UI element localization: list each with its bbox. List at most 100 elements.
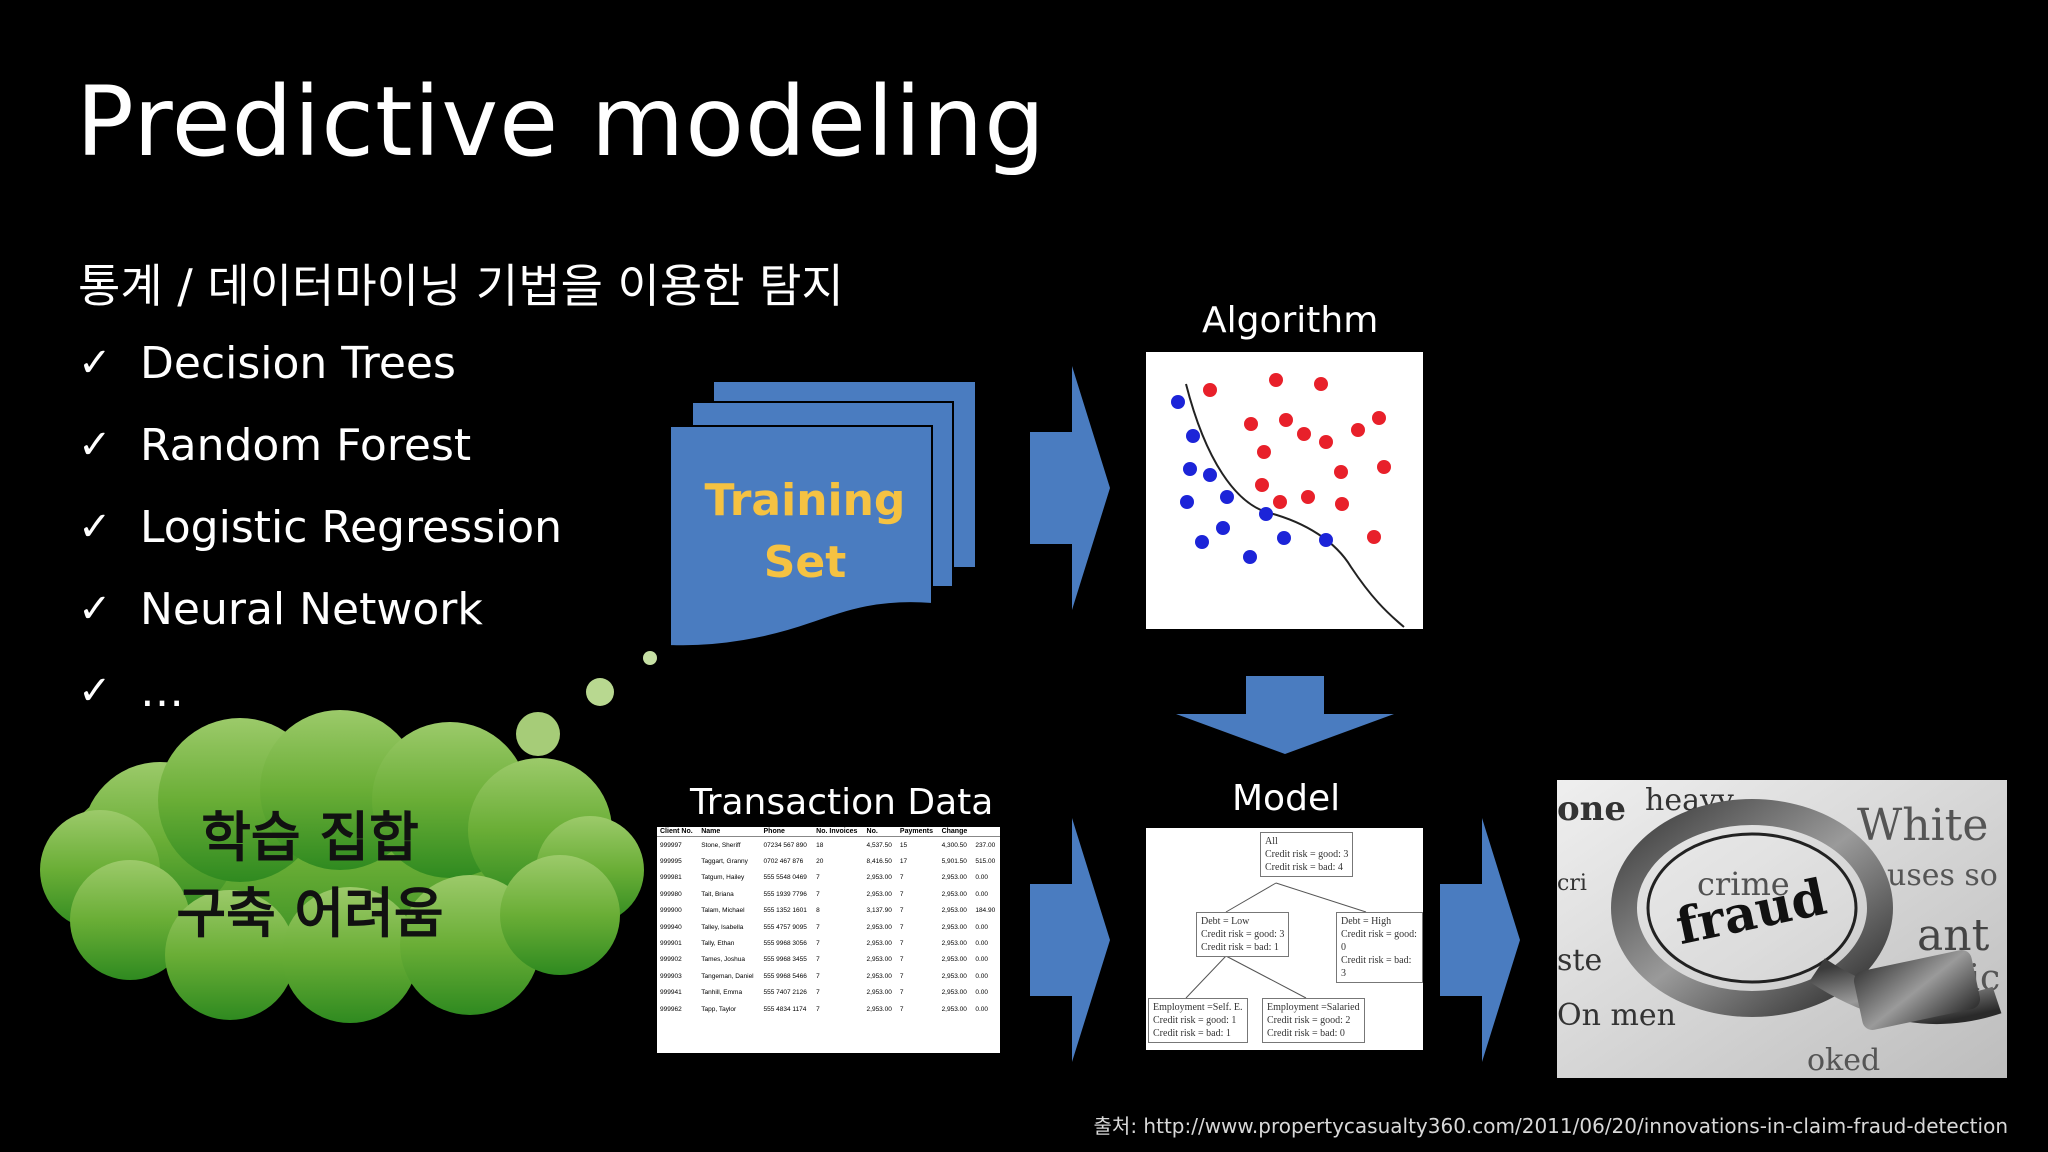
slide-subtitle: 통계 / 데이터마이닝 기법을 이용한 탐지 [78,259,844,313]
table-cell: 7 [816,1005,820,1013]
scatter-point-red [1319,435,1333,449]
model-label: Model [1232,778,1341,819]
table-cell: 18 [816,841,824,849]
scatter-point-red [1334,465,1348,479]
table-cell: 7 [899,1005,904,1013]
scatter-point-red [1244,417,1258,431]
table-cell: Tangeman, Daniel [701,972,754,980]
table-cell: 7 [816,972,820,980]
table-cell: 555 9968 3455 [763,956,807,964]
table-cell: 0.00 [975,923,988,931]
table-header-cell [972,827,1000,837]
method-list: ✓Decision Trees ✓Random Forest ✓Logistic… [78,322,562,732]
scatter-point-red [1351,423,1365,437]
scatter-point-blue [1171,395,1185,409]
table-header-cell: Change [938,827,973,837]
table-cell: 2,953.00 [866,890,892,898]
table-cell: 515.00 [975,858,996,866]
svg-text:On men: On men [1557,998,1676,1033]
svg-text:crime: crime [1697,865,1790,903]
table-cell: 07234 567 890 [763,841,807,849]
table-cell: 999962 [660,1005,682,1013]
table-cell: Taggart, Granny [701,858,748,866]
table-cell: 7 [899,907,904,915]
table-cell: Talam, Michael [701,907,745,915]
algorithm-label: Algorithm [1202,300,1379,341]
scatter-point-red [1257,445,1271,459]
table-cell: 555 9968 3056 [763,940,807,948]
scatter-point-red [1377,460,1391,474]
scatter-point-red [1367,530,1381,544]
table-cell: 17 [899,858,908,866]
table-cell: 2,953.00 [941,956,967,964]
table-cell: 555 9968 5466 [763,972,807,980]
table-cell: 0.00 [975,956,988,964]
document-front [669,425,933,648]
table-cell: 999980 [660,890,682,898]
table-cell: 2,953.00 [866,940,892,948]
bullet-label: … [140,665,184,717]
table-cell: 2,953.00 [941,989,967,997]
table-cell: 2,953.00 [941,890,967,898]
table-cell: Talley, Isabella [701,923,744,931]
svg-text:one: one [1557,789,1626,829]
table-cell: 0702 467 876 [763,858,804,866]
algorithm-scatter-plot [1146,352,1423,629]
table-cell: 0.00 [975,890,988,898]
table-cell: 7 [816,956,820,964]
scatter-point-red [1372,411,1386,425]
table-cell: 2,953.00 [866,972,892,980]
table-cell: Tait, Briana [701,890,734,898]
table-cell: 7 [899,874,904,882]
table-cell: 555 4834 1174 [763,1005,807,1013]
scatter-point-red [1301,490,1315,504]
fraud-handcuff-image: heavy crime White uses so ant lic On men… [1557,780,2007,1078]
table-cell: 555 1352 1601 [763,907,807,915]
table-cell: 999901 [660,940,682,948]
table-header-cell: No. [863,827,897,837]
table-cell: 2,953.00 [866,956,892,964]
scatter-point-blue [1203,468,1217,482]
table-cell: 4,300.50 [941,841,967,849]
table-cell: 999940 [660,923,682,931]
list-item: ✓… [78,650,562,732]
scatter-point-red [1269,373,1283,387]
table-cell: 2,953.00 [866,874,892,882]
training-set-label: Training Set [700,470,910,594]
scatter-point-red [1297,427,1311,441]
scatter-point-blue [1243,550,1257,564]
table-cell: 7 [899,923,904,931]
table-cell: 999981 [660,874,682,882]
scatter-point-red [1203,383,1217,397]
table-cell: 2,953.00 [941,923,967,931]
table-cell: 0.00 [975,1005,988,1013]
table-cell: 999995 [660,858,682,866]
scatter-point-blue [1195,535,1209,549]
cloud-text: 학습 집합 구축 어려움 [150,800,470,952]
table-cell: 3,137.90 [866,907,892,915]
scatter-point-red [1335,497,1349,511]
svg-text:White: White [1857,800,1988,851]
table-cell: 7 [816,923,820,931]
table-cell: 999902 [660,956,682,964]
table-cell: 20 [816,858,824,866]
table-cell: 237.00 [975,841,996,849]
table-cell: Tatgum, Hailey [701,874,745,882]
table-cell: 555 1939 7796 [763,890,807,898]
arrow-right-3 [1440,818,1520,1062]
table-cell: Tanhill, Emma [701,989,743,997]
table-cell: 2,953.00 [866,923,892,931]
scatter-point-blue [1220,490,1234,504]
source-citation: 출처: http://www.propertycasualty360.com/2… [1093,1114,2008,1138]
table-cell: 184.90 [975,907,996,915]
svg-text:ste: ste [1557,943,1602,978]
table-cell: 4,537.50 [866,841,892,849]
